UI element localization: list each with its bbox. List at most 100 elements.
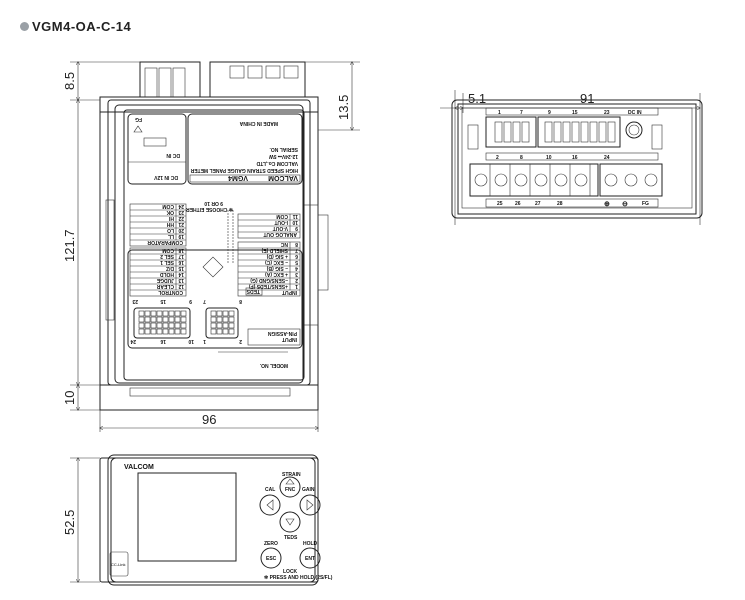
pin-number: 10 — [188, 338, 194, 344]
pin-socket — [571, 121, 580, 143]
table-signal-name: HI — [168, 215, 174, 221]
table-pin-number: 2 — [295, 277, 298, 283]
table-signal-name: D/Z — [166, 265, 174, 271]
hold-label: HOLD — [303, 541, 318, 547]
control-table-title: CONTROL — [158, 289, 183, 295]
ground-icon — [133, 125, 143, 133]
table-pin-number: 12 — [178, 283, 184, 289]
table-signal-name: NC — [280, 241, 288, 247]
pin-cell — [156, 328, 163, 335]
model-no-label: MODEL NO. — [259, 362, 288, 368]
pin-cell — [180, 310, 187, 317]
lock-note: ✻ PRESS AND HOLD (2S/FL) — [264, 575, 333, 581]
dim-91: 91 — [580, 91, 594, 106]
table-signal-name: V-OUT — [273, 225, 288, 231]
pin-cell — [138, 328, 145, 335]
screw-icon — [624, 173, 638, 187]
table-signal-name: COM — [162, 247, 174, 253]
front-view: VALCOM CC-Link STRAIN FNC CAL GAIN TEDS … — [62, 454, 333, 586]
screw-icon — [494, 173, 508, 187]
table-pin-number: 19 — [178, 233, 184, 239]
power-terminal-block — [599, 163, 663, 197]
pin-cell — [228, 316, 235, 323]
pin-cell — [210, 316, 217, 323]
down-button[interactable] — [279, 511, 301, 533]
pin-assign-title: INPUT — [282, 336, 297, 342]
table-pin-number: 10 — [292, 219, 298, 225]
dim-13-5: 13.5 — [336, 95, 351, 120]
pin-cell — [228, 328, 235, 335]
fg-label: FG — [135, 116, 142, 122]
right-button[interactable] — [299, 494, 321, 516]
screw-icon — [514, 173, 528, 187]
pin-cell — [162, 328, 169, 335]
pin-socket — [607, 121, 616, 143]
input-table — [237, 241, 301, 297]
table-signal-name: I-OUT — [274, 219, 288, 225]
pin-label: 16 — [572, 155, 578, 161]
label-product: HIGH SPEED STRAIN GAUGE PANEL METER — [190, 167, 298, 173]
table-signal-name: SHIELD (E) — [261, 247, 288, 253]
cc-link-logo — [109, 551, 129, 577]
comparator-table-title: COMPARATOR — [147, 239, 183, 245]
pin-cell — [138, 322, 145, 329]
esc-button[interactable]: ESC — [260, 547, 282, 569]
left-button[interactable] — [259, 494, 281, 516]
table-signal-name: + SIG (D) — [266, 253, 288, 259]
pin-cell — [168, 316, 175, 323]
pin-label: 10 — [546, 155, 552, 161]
dim-52-5: 52.5 — [62, 510, 77, 535]
ent-key-label: ENT — [305, 556, 315, 562]
pin-number: 16 — [160, 338, 166, 344]
pin-cell — [144, 328, 151, 335]
pin-label: 7 — [520, 110, 523, 116]
pin-cell — [216, 322, 223, 329]
table-pin-number: 9 — [295, 225, 298, 231]
terminal-label: 26 — [515, 201, 521, 207]
teds-label: TEDS — [246, 288, 260, 294]
pin-cell — [168, 328, 175, 335]
table-pin-number: 24 — [178, 203, 184, 209]
pin-socket — [544, 121, 553, 143]
fnc-up-button[interactable]: FNC — [279, 476, 301, 498]
label-serial: SERIAL NO. — [269, 146, 298, 152]
pin-socket — [598, 121, 607, 143]
dim-121-7: 121.7 — [62, 229, 77, 262]
label-company: VALCOM Co.,LTD — [256, 160, 298, 166]
screw-icon — [644, 173, 658, 187]
top-connectors — [139, 61, 306, 98]
dc-jack — [625, 121, 643, 139]
minus-terminal-label: ⊖ — [622, 201, 628, 208]
pin-cell — [180, 316, 187, 323]
screw-icon — [534, 173, 548, 187]
screw-icon — [554, 173, 568, 187]
ent-button[interactable]: ENT — [299, 547, 321, 569]
pin-cell — [168, 322, 175, 329]
screw-icon — [574, 173, 588, 187]
comparator-table — [129, 203, 187, 247]
table-pin-number: 6 — [295, 253, 298, 259]
terminal-label: 28 — [557, 201, 563, 207]
latch — [651, 124, 663, 150]
right-arrow-icon — [306, 499, 314, 511]
pin-socket — [553, 121, 562, 143]
table-signal-name: LO — [167, 227, 174, 233]
table-pin-number: 16 — [178, 259, 184, 265]
pin-cell — [222, 316, 229, 323]
pin-label: 8 — [520, 155, 523, 161]
pin-label: 9 — [548, 110, 551, 116]
choose-note: ✻ CHOOSE EITHER — [186, 206, 233, 212]
table-pin-number: 7 — [295, 247, 298, 253]
label-power: 12-24V⎓ 5W — [269, 153, 298, 159]
pin-socket — [589, 121, 598, 143]
pin-socket — [503, 121, 512, 143]
pin-cell — [144, 316, 151, 323]
pin-cell — [174, 328, 181, 335]
pin-cell — [144, 310, 151, 317]
table-pin-number: 21 — [178, 221, 184, 227]
pin-label: 23 — [604, 110, 610, 116]
table-signal-name: SEL 1 — [160, 259, 174, 265]
pin-cell — [150, 328, 157, 335]
esc-key-label: ESC — [266, 556, 277, 562]
